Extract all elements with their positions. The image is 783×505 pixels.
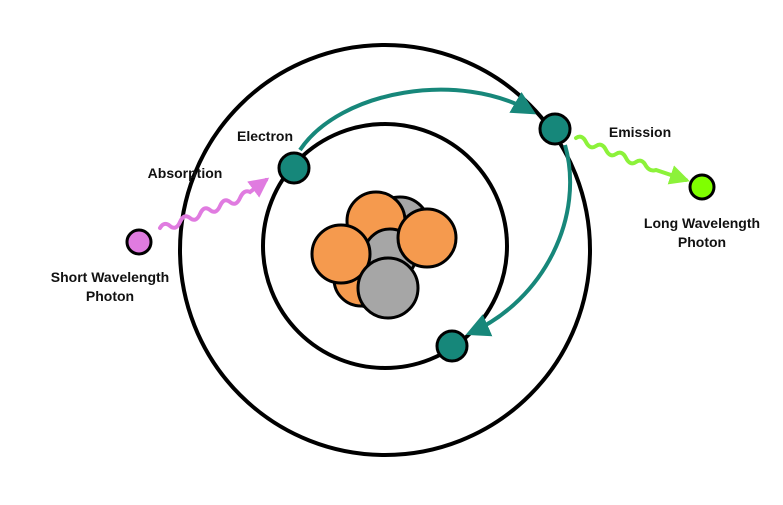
outer-orbit [178, 43, 592, 457]
absorption-wave [158, 177, 270, 230]
long-photon-label-line2: Photon [677, 234, 727, 250]
short-photon-label-line1: Short Wavelength [50, 269, 170, 285]
short-wavelength-photon [125, 228, 153, 256]
short-photon-label: Short Wavelength Photon [26, 268, 194, 306]
electron-ground-state [277, 151, 311, 185]
proton [310, 223, 372, 285]
long-wavelength-photon [688, 173, 716, 201]
electron-relaxed-state [435, 329, 469, 363]
nucleus [310, 190, 458, 320]
excitation-arrow [298, 87, 537, 152]
relaxation-arrow [465, 144, 573, 337]
neutron [356, 256, 420, 320]
electron-excited-state [538, 112, 572, 146]
proton [396, 207, 458, 269]
inner-orbit [261, 122, 509, 370]
absorption-label: Absorption [147, 165, 223, 181]
short-photon-label-line2: Photon [85, 288, 135, 304]
emission-wave [574, 134, 690, 185]
emission-label: Emission [608, 124, 672, 140]
long-photon-label: Long Wavelength Photon [626, 214, 778, 252]
electron-label: Electron [236, 128, 293, 144]
long-photon-label-line1: Long Wavelength [643, 215, 761, 231]
